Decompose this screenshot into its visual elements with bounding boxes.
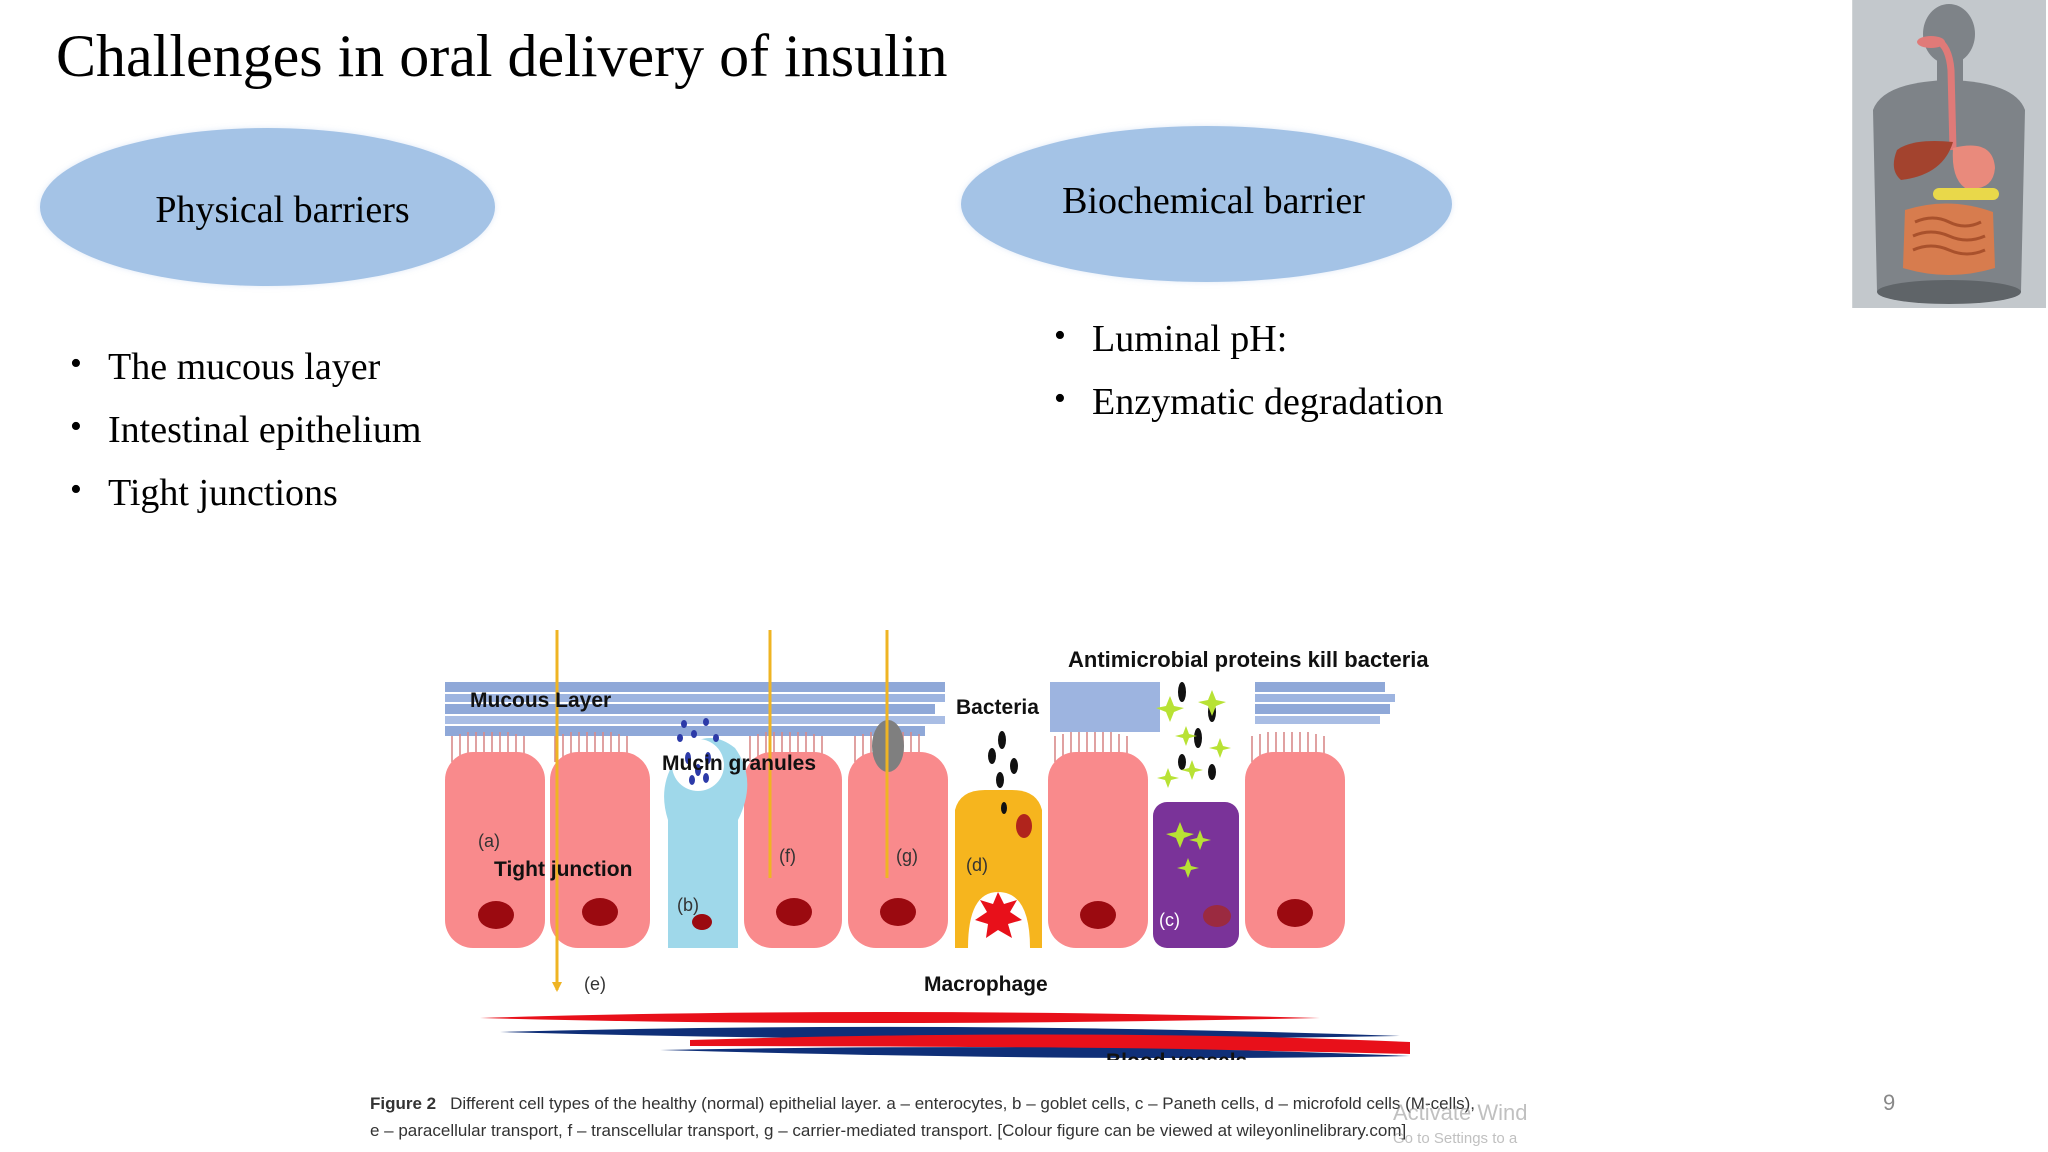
cell-f-label: (f) — [779, 846, 796, 866]
transport-arrow — [552, 982, 562, 992]
biochemical-barrier-list: Luminal pH: Enzymatic degradation — [1054, 304, 1443, 434]
enterocyte-cell — [1245, 752, 1345, 948]
antimicrobial-proteins — [1156, 690, 1231, 788]
caption-line-1: Figure 2 Different cell types of the heal… — [370, 1090, 1540, 1117]
epithelium-diagram: Antimicrobial proteins kill bacteria Muc… — [445, 630, 1429, 1060]
tight-junction-label: Tight junction — [494, 858, 632, 881]
physical-barriers-list: The mucous layer Intestinal epithelium T… — [70, 332, 421, 525]
mucous-layer-left — [445, 682, 945, 736]
enterocyte-cell — [1048, 752, 1148, 948]
digestive-system-illustration — [1853, 0, 2046, 308]
physical-barriers-ellipse: Physical barriers — [40, 128, 495, 286]
goblet-cell — [664, 718, 748, 948]
blood-vessels — [480, 1012, 1410, 1058]
mucous-layer-label: Mucous Layer — [470, 689, 611, 712]
enterocyte-cells — [445, 752, 1345, 948]
list-item: Tight junctions — [70, 458, 421, 525]
cell-d-label: (d) — [966, 855, 988, 875]
physical-barriers-heading: Physical barriers — [155, 189, 410, 231]
nuclei — [478, 898, 1313, 929]
bacteria-label: Bacteria — [956, 696, 1039, 719]
caption-line-2: e – paracellular transport, f – transcel… — [370, 1121, 1407, 1140]
biochemical-barrier-heading: Biochemical barrier — [1062, 180, 1365, 222]
slide-title: Challenges in oral delivery of insulin — [56, 23, 948, 89]
mucous-layer-right — [1050, 682, 1395, 732]
cell-c-label: (c) — [1159, 910, 1180, 930]
activation-watermark-subtext: Go to Settings to a — [1393, 1130, 1518, 1147]
paneth-cell — [1153, 802, 1239, 948]
microfold-cell — [955, 790, 1042, 948]
cell-a-label: (a) — [478, 831, 500, 851]
cell-b-label: (b) — [677, 895, 699, 915]
transport-lines — [555, 630, 889, 990]
list-item: Intestinal epithelium — [70, 395, 421, 462]
biochemical-barrier-ellipse: Biochemical barrier — [961, 126, 1452, 282]
mucin-granules-label: Mucin granules — [662, 752, 816, 775]
cell-e-label: (e) — [584, 974, 606, 994]
enterocyte-cell — [550, 752, 650, 948]
figure-caption: Figure 2 Different cell types of the heal… — [370, 1090, 1540, 1144]
page-number: 9 — [1883, 1090, 1896, 1115]
list-item: The mucous layer — [70, 332, 421, 399]
enterocyte-cell — [445, 752, 545, 948]
blood-vessels-label: Blood vessels — [1106, 1050, 1247, 1060]
list-item: Luminal pH: — [1054, 304, 1443, 371]
caption-text-1: Different cell types of the healthy (nor… — [450, 1094, 1476, 1113]
list-item: Enzymatic degradation — [1054, 367, 1443, 434]
digestive-system-image — [1852, 0, 2046, 308]
antimicrobial-label: Antimicrobial proteins kill bacteria — [1068, 647, 1429, 672]
cell-g-label: (g) — [896, 846, 918, 866]
macrophage-label: Macrophage — [924, 973, 1048, 996]
activation-watermark: Activate Wind — [1393, 1100, 1528, 1125]
enterocyte-cell — [848, 752, 948, 948]
caption-figure-label: Figure 2 — [370, 1094, 437, 1113]
